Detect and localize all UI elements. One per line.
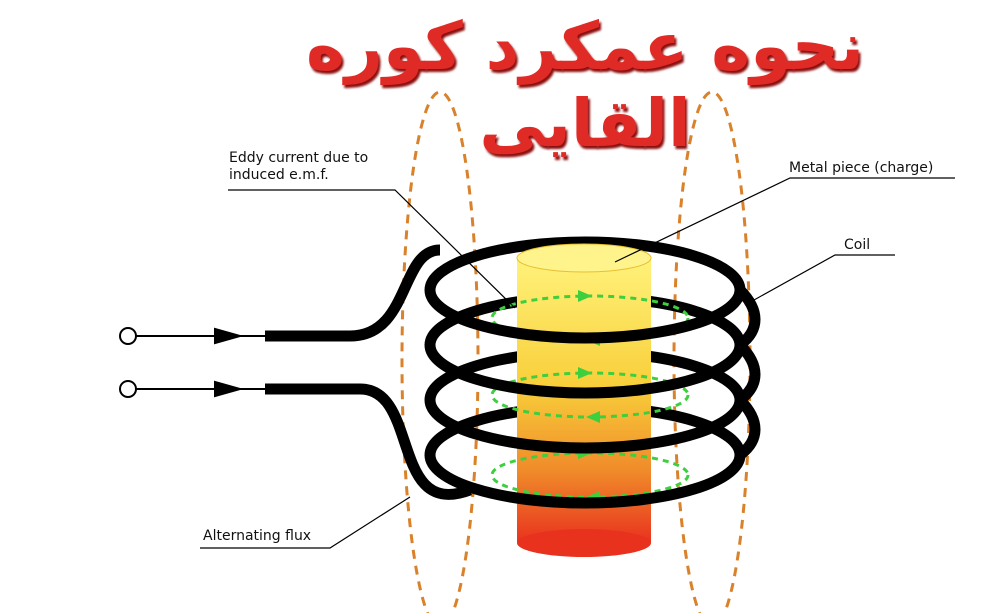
input-leads [119,327,265,398]
eddy-label-line2: induced e.m.f. [229,167,329,183]
alternating-flux-label: Alternating flux [203,528,312,544]
terminal-icon [119,327,137,345]
terminal-icon [119,380,137,398]
arrow-icon [214,380,244,398]
leader-lines [200,177,955,549]
eddy-label-line1: Eddy current due to [229,150,369,166]
diagram-title: نحوه عمکرد کوره القایی [305,8,866,162]
metal-piece-label: Metal piece (charge) [789,160,934,176]
metal-piece [516,243,652,557]
eddy-current-label: Eddy current due to induced e.m.f. [229,150,368,184]
coil-label: Coil [844,237,871,253]
arrow-icon [214,327,244,345]
coil [265,244,761,509]
